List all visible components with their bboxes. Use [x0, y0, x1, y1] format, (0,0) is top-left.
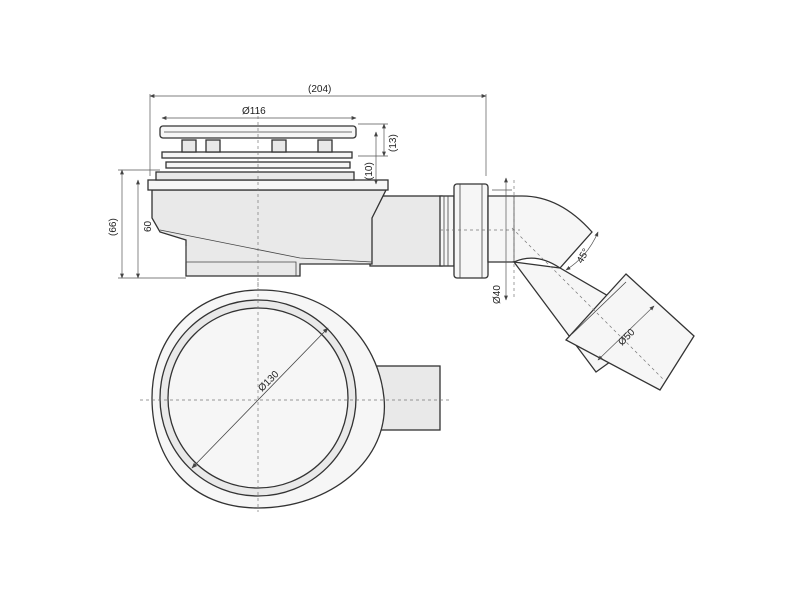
elbow-angle-label: 45°	[575, 247, 592, 266]
trap-sump	[185, 246, 297, 276]
elbow-angle-arc	[565, 231, 599, 271]
body-height-label: 60	[143, 220, 154, 232]
top-height-label: (13)	[388, 134, 399, 152]
grate-support	[161, 151, 353, 159]
outlet-diameter-label: Ø40	[492, 285, 503, 304]
flange-gap-label: (10)	[364, 162, 375, 180]
overall-length-label: (204)	[308, 84, 331, 95]
trap-inner-line	[159, 229, 373, 263]
flange	[147, 179, 389, 191]
coupling-nut	[453, 183, 489, 279]
grate-leg-4	[317, 139, 333, 153]
plan-diameter-line	[191, 327, 329, 469]
trap-body	[151, 189, 388, 277]
outlet-pipe	[369, 195, 443, 267]
flange-ring	[155, 171, 355, 181]
grate-leg-2	[205, 139, 221, 153]
pipe-diameter-line	[597, 305, 655, 361]
grate-diameter-label: Ø116	[242, 106, 266, 117]
grate-leg-3	[271, 139, 287, 153]
grate-leg-1	[181, 139, 197, 153]
plan-view	[140, 282, 452, 512]
plan-outlet-pipe	[375, 365, 441, 431]
coupling-ring	[439, 195, 455, 267]
total-height-label: (66)	[108, 218, 119, 236]
